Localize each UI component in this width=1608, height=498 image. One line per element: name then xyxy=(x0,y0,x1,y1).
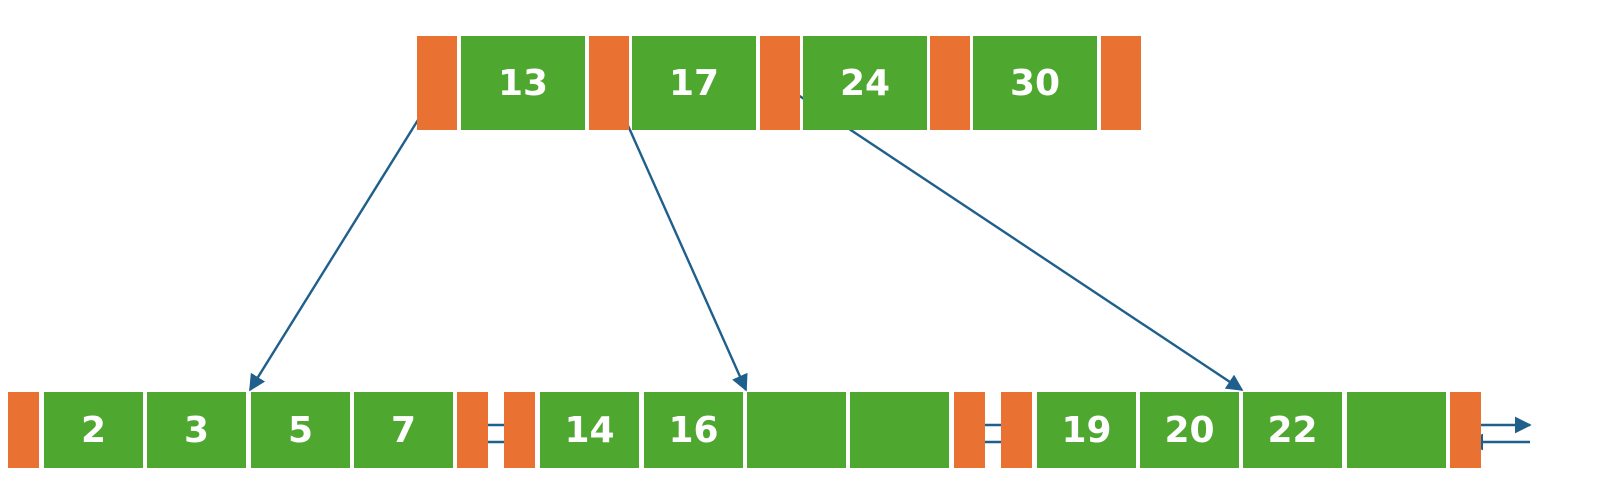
leaf-0-next-pointer xyxy=(457,392,488,468)
leaf-key-16: 16 xyxy=(644,392,743,468)
leaf-key-7: 7 xyxy=(354,392,453,468)
internal-pointer-1 xyxy=(589,36,629,130)
leaf-key-2: 2 xyxy=(44,392,143,468)
internal-pointer-0 xyxy=(417,36,457,130)
leaf-0-prev-pointer xyxy=(8,392,39,468)
leaf-key-20: 20 xyxy=(1140,392,1239,468)
leaf-1-empty-slot xyxy=(850,392,949,468)
leaf-2-empty-slot xyxy=(1347,392,1446,468)
leaf-key-14: 14 xyxy=(540,392,639,468)
leaf-1-empty-slot xyxy=(747,392,846,468)
child-arrow-2 xyxy=(779,82,1244,391)
leaf-key-3: 3 xyxy=(147,392,246,468)
internal-key-30: 30 xyxy=(973,36,1097,130)
internal-pointer-4 xyxy=(1101,36,1141,130)
internal-pointer-3 xyxy=(930,36,970,130)
child-arrow-1 xyxy=(607,82,748,392)
internal-pointer-2 xyxy=(760,36,800,130)
internal-key-24: 24 xyxy=(803,36,927,130)
leaf-1-prev-pointer xyxy=(504,392,535,468)
leaf-1-next-pointer xyxy=(954,392,985,468)
child-arrow-0 xyxy=(248,82,443,392)
leaf-key-22: 22 xyxy=(1243,392,1342,468)
leaf-key-19: 19 xyxy=(1037,392,1136,468)
leaf-key-5: 5 xyxy=(251,392,350,468)
internal-key-13: 13 xyxy=(461,36,585,130)
leaf-2-prev-pointer xyxy=(1001,392,1032,468)
internal-key-17: 17 xyxy=(632,36,756,130)
leaf-2-next-pointer xyxy=(1450,392,1481,468)
